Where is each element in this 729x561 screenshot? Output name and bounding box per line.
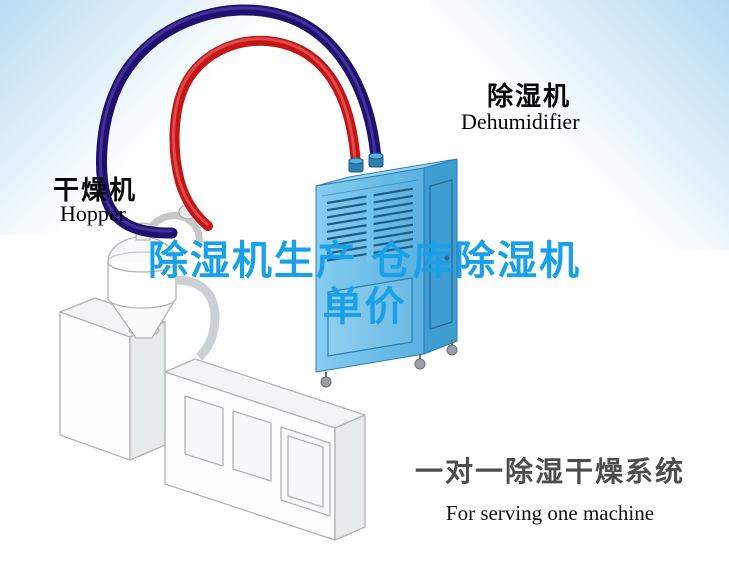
navy-hose [96,4,382,239]
side-door [429,179,453,330]
hose-fitting [348,152,384,173]
dryer-machine [59,204,366,541]
caption-block: 一对一除湿干燥系统 For serving one machine [415,450,685,526]
caption-en: For serving one machine [445,501,655,525]
front-panel [327,277,413,357]
red-hose-highlight [172,37,357,226]
machine-label-en: Hopper [60,201,126,226]
watermark-line2: 单价 [322,285,407,329]
machine-label-cn: 干燥机 [53,175,138,205]
hopper [107,222,177,339]
hoses [96,4,382,239]
machine-panel [280,426,331,517]
machine-long-body [164,358,366,541]
watermark-title: 除湿机生产 仓库除湿机 单价 [0,238,729,330]
watermark-line1: 除湿机生产 仓库除湿机 [147,239,582,283]
navy-hose-highlight [99,6,377,233]
machine-door [232,410,272,482]
caster-wheel [320,340,458,388]
dehumidifier-label-en: Dehumidifier [461,109,580,134]
dehumidifier-label-cn: 除湿机 [487,81,572,111]
dehumidifier-unit [315,152,458,388]
machine-door [184,395,224,467]
caption-cn: 一对一除湿干燥系统 [414,456,685,487]
